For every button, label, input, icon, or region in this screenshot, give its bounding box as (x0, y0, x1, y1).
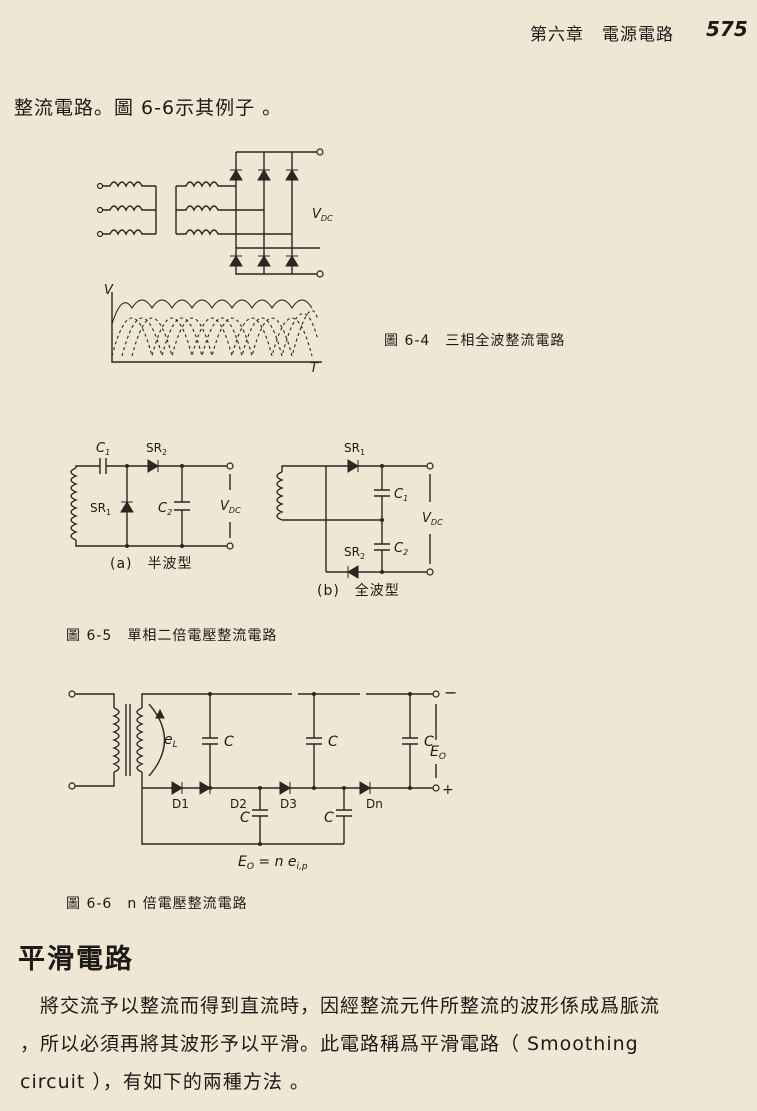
sr1-label: SR1 (90, 501, 111, 517)
figure-6-6-diagram: eL C C C C C EO − + D1 D2 D3 Dn EO = n e… (68, 683, 457, 872)
paragraph-line-1: 將交流予以整流而得到直流時，因經整流元件所整流的波形係成爲脈流 (20, 995, 661, 1017)
intro-text: 整流電路。圖 6-6示其例子 。 (14, 97, 283, 119)
figure-6-5-caption: 圖 6-5 單相二倍電壓整流電路 (66, 628, 278, 644)
c1-label-b: C1 (394, 487, 408, 503)
axis-v-label: V (104, 283, 114, 298)
ripple-waveform: V T (104, 283, 322, 376)
c2-label: C2 (158, 501, 172, 517)
diode-bridge (235, 151, 320, 249)
sr2-label-b: SR2 (344, 545, 365, 561)
diode-label-dn: Dn (366, 797, 383, 811)
vdc-label-a: VDC (220, 499, 241, 515)
capacitor-label-4: C (240, 810, 250, 826)
minus-sign: − (444, 683, 457, 702)
capacitor-label-5: C (324, 810, 334, 826)
vdc-label-b: VDC (422, 511, 443, 527)
c2-label-b: C2 (394, 541, 408, 557)
chapter-title: 第六章 電源電路 (530, 25, 674, 45)
figure-6-5b-diagram: SR1 C1 SR2 C2 VDC (276, 441, 443, 579)
vdc-label: VDC (312, 207, 333, 223)
page-number: 575 (706, 17, 748, 41)
figure-6-5a-label: (a) 半波型 (110, 556, 193, 572)
capacitor-label-2: C (328, 734, 338, 750)
axis-t-label: T (310, 361, 319, 376)
sr2-label: SR2 (146, 441, 167, 457)
diode-label-d3: D3 (280, 797, 297, 811)
figure-6-6-caption: 圖 6-6 n 倍電壓整流電路 (66, 896, 248, 912)
diode-label-d1: D1 (172, 797, 189, 811)
three-phase-transformer-secondary (175, 181, 292, 236)
plus-sign: + (442, 782, 454, 798)
diode-label-d2: D2 (230, 797, 247, 811)
paragraph-line-2: ，所以必須再將其波形予以平滑。此電路稱爲平滑電路（ Smoothing (20, 1033, 639, 1055)
eo-label: EO (430, 744, 446, 762)
capacitor-label-1: C (224, 734, 234, 750)
c1-label: C1 (96, 441, 110, 457)
output-formula: EO = n ei,p (238, 854, 308, 872)
figure-6-4-caption: 圖 6-4 三相全波整流電路 (384, 333, 566, 349)
three-phase-transformer-primary (96, 181, 157, 238)
figure-6-5a-diagram: C1 SR2 SR1 C2 VDC (70, 441, 241, 550)
capacitor-label-3: C (424, 734, 434, 750)
paragraph-line-3: circuit ），有如下的兩種方法 。 (20, 1071, 310, 1093)
el-label: eL (164, 732, 178, 750)
sr1-label-b: SR1 (344, 441, 365, 457)
figure-6-4-diagram: VDC V T (96, 148, 333, 376)
figure-6-5b-label: (b) 全波型 (317, 583, 400, 599)
section-title: 平滑電路 (18, 944, 134, 975)
